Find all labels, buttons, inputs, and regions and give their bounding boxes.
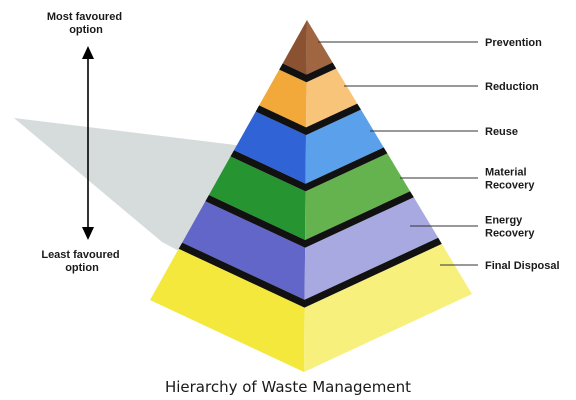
- level-label-2: Reduction: [485, 81, 539, 93]
- pyramid-level-5-left-face: [182, 201, 306, 300]
- level-label-6-line-1: Final Disposal: [485, 260, 560, 272]
- least-favoured-label: Least favoured option: [41, 249, 122, 274]
- diagram-caption: Hierarchy of Waste Management: [165, 378, 411, 396]
- level-label-3-line-1: Reuse: [485, 126, 518, 138]
- pyramid-level-5-right-face: [304, 197, 439, 300]
- pyramid-level-1-right-face: [306, 20, 333, 75]
- favour-axis: Most favoured option Least favoured opti…: [41, 11, 125, 274]
- pyramid-level-3-left-face: [234, 111, 306, 184]
- level-label-6: Final Disposal: [485, 260, 560, 272]
- level-label-4-line-1: Material: [485, 167, 527, 179]
- level-label-1-line-1: Prevention: [485, 37, 542, 49]
- arrow-up-icon: [82, 46, 94, 59]
- pyramid-level-2-left-face: [259, 69, 307, 128]
- pyramid-level-3-right-face: [305, 109, 384, 184]
- leader-lines: [318, 41, 478, 266]
- level-label-5-line-1: Energy: [485, 215, 523, 227]
- level-label-4-line-2: Recovery: [485, 180, 535, 192]
- pyramid-level-1-left-face: [282, 20, 307, 75]
- pyramid-divider-2: [255, 103, 361, 136]
- pyramid-divider-1: [279, 62, 337, 83]
- pyramid-level-4-left-face: [208, 156, 306, 240]
- most-favoured-label: Most favoured option: [47, 11, 125, 36]
- pyramid-level-6-left-face: [150, 248, 305, 372]
- level-label-5-line-2: Recovery: [485, 228, 535, 240]
- arrow-down-icon: [82, 227, 94, 240]
- level-label-2-line-1: Reduction: [485, 81, 539, 93]
- pyramid-level-2-right-face: [306, 68, 358, 128]
- pyramid-divider-5: [178, 237, 442, 308]
- pyramid-level-6-right-face: [304, 243, 472, 372]
- level-label-1: Prevention: [485, 37, 542, 49]
- pyramid-divider-4: [205, 191, 414, 248]
- pyramid-divider-3: [230, 147, 388, 192]
- level-label-3: Reuse: [485, 126, 518, 138]
- pyramid-level-4-right-face: [305, 153, 411, 240]
- pyramid: [150, 20, 472, 372]
